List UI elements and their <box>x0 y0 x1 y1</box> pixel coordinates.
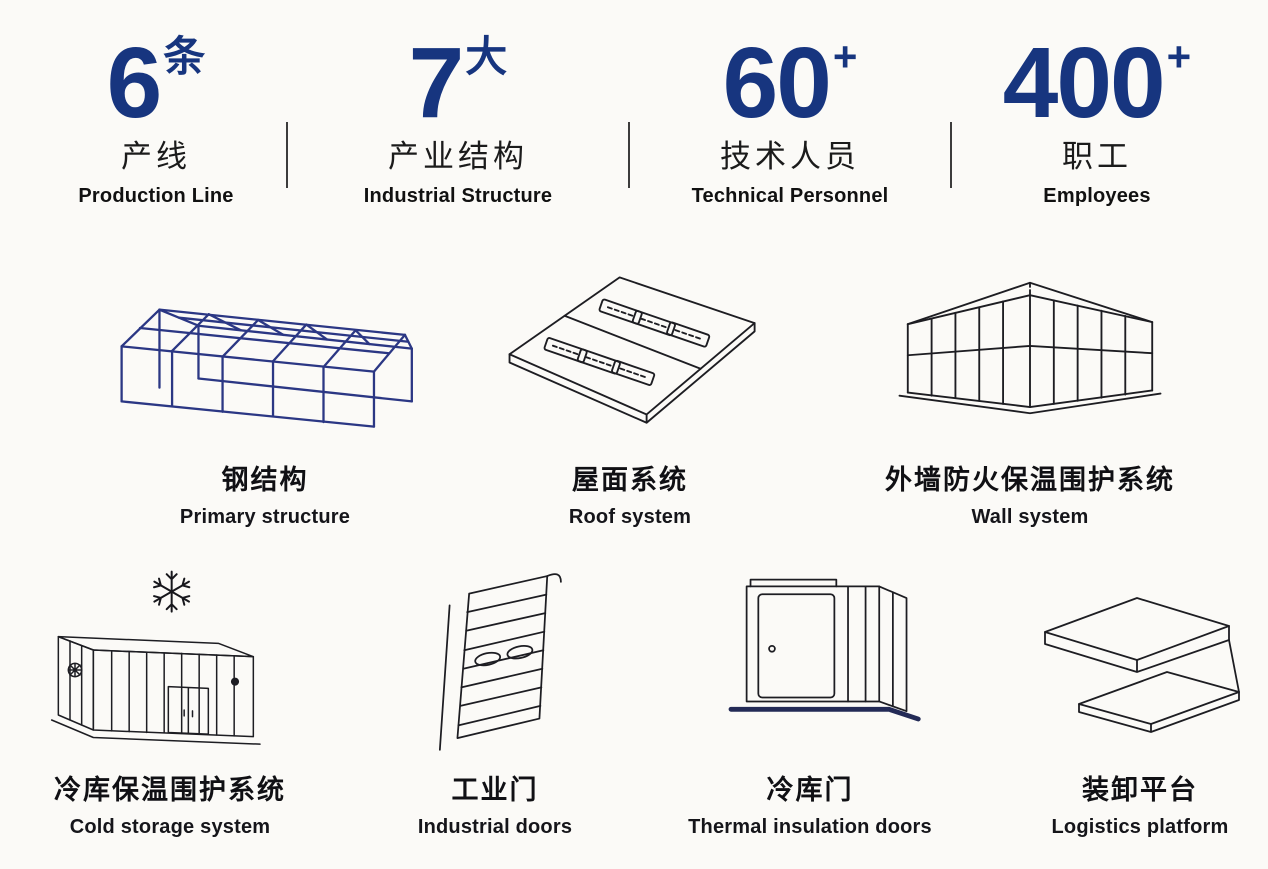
stat-value: 400 <box>1002 27 1166 139</box>
product-name-en: Industrial doors <box>417 816 573 838</box>
product-steel-structure: 钢结构 Primary structure <box>70 245 460 529</box>
product-caption: 工业门 Industrial doors <box>350 768 640 839</box>
product-name-en: Wall system <box>971 506 1089 528</box>
stat-value: 7 <box>408 27 465 139</box>
product-caption: 装卸平台 Logistics platform <box>990 768 1268 839</box>
stat-technical-personnel: 60+ 技术人员 Technical Personnel <box>630 33 950 208</box>
product-name-zh: 钢结构 <box>221 465 309 495</box>
stat-label-zh: 产业结构 <box>388 139 528 174</box>
stat-unit: 大 <box>465 33 508 80</box>
product-insulation-door: 冷库门 Thermal insulation doors <box>650 560 970 839</box>
stat-label-en: Production Line <box>78 185 234 207</box>
product-cold-storage: 冷库保温围护系统 Cold storage system <box>5 560 335 839</box>
stat-production-line: 6条 产线 Production Line <box>26 33 286 208</box>
product-caption: 冷库门 Thermal insulation doors <box>650 768 970 839</box>
roof-system-icon <box>470 245 790 450</box>
product-name-en: Roof system <box>568 506 692 528</box>
divider <box>950 122 952 188</box>
steel-structure-icon <box>70 245 460 450</box>
product-caption: 钢结构 Primary structure <box>70 458 460 529</box>
stat-label-zh: 职工 <box>1062 139 1132 174</box>
product-name-zh: 装卸平台 <box>1082 775 1198 805</box>
stat-value: 60 <box>722 27 832 139</box>
stat-label-en: Employees <box>1043 185 1151 207</box>
product-caption: 屋面系统 Roof system <box>470 458 790 529</box>
product-wall-system: 外墙防火保温围护系统 Wall system <box>820 245 1240 529</box>
product-name-zh: 工业门 <box>451 775 539 805</box>
stat-number: 6条 <box>26 33 286 133</box>
product-name-zh: 屋面系统 <box>572 465 688 495</box>
stat-unit: 条 <box>163 33 206 80</box>
product-name-en: Cold storage system <box>69 816 271 838</box>
stat-label-en: Industrial Structure <box>363 185 553 207</box>
stat-label-zh: 技术人员 <box>720 139 860 174</box>
logistics-platform-icon <box>990 560 1268 760</box>
stat-number: 7大 <box>288 33 628 133</box>
stat-label-en: Technical Personnel <box>691 185 889 207</box>
insulation-door-icon <box>650 560 970 760</box>
stat-number: 400+ <box>952 33 1242 133</box>
product-industrial-door: 工业门 Industrial doors <box>350 560 640 839</box>
industrial-door-icon <box>350 560 640 760</box>
stat-industrial-structure: 7大 产业结构 Industrial Structure <box>288 33 628 208</box>
product-name-zh: 冷库保温围护系统 <box>54 775 286 805</box>
product-name-zh: 外墙防火保温围护系统 <box>885 465 1175 495</box>
stat-plus: + <box>832 33 858 80</box>
product-logistics-platform: 装卸平台 Logistics platform <box>990 560 1268 839</box>
product-name-en: Primary structure <box>179 506 351 528</box>
divider <box>628 122 630 188</box>
stats-row: 6条 产线 Production Line 7大 产业结构 Industrial… <box>0 33 1268 208</box>
product-name-zh: 冷库门 <box>766 775 854 805</box>
stat-label-zh: 产线 <box>121 139 191 174</box>
stat-value: 6 <box>106 27 163 139</box>
product-name-en: Thermal insulation doors <box>688 816 932 838</box>
stat-plus: + <box>1166 33 1192 80</box>
product-caption: 冷库保温围护系统 Cold storage system <box>5 768 335 839</box>
product-roof-system: 屋面系统 Roof system <box>470 245 790 529</box>
stat-number: 60+ <box>630 33 950 133</box>
stat-employees: 400+ 职工 Employees <box>952 33 1242 208</box>
divider <box>286 122 288 188</box>
product-name-en: Logistics platform <box>1051 816 1229 838</box>
cold-storage-icon <box>5 560 335 760</box>
wall-system-icon <box>820 245 1240 450</box>
product-caption: 外墙防火保温围护系统 Wall system <box>820 458 1240 529</box>
